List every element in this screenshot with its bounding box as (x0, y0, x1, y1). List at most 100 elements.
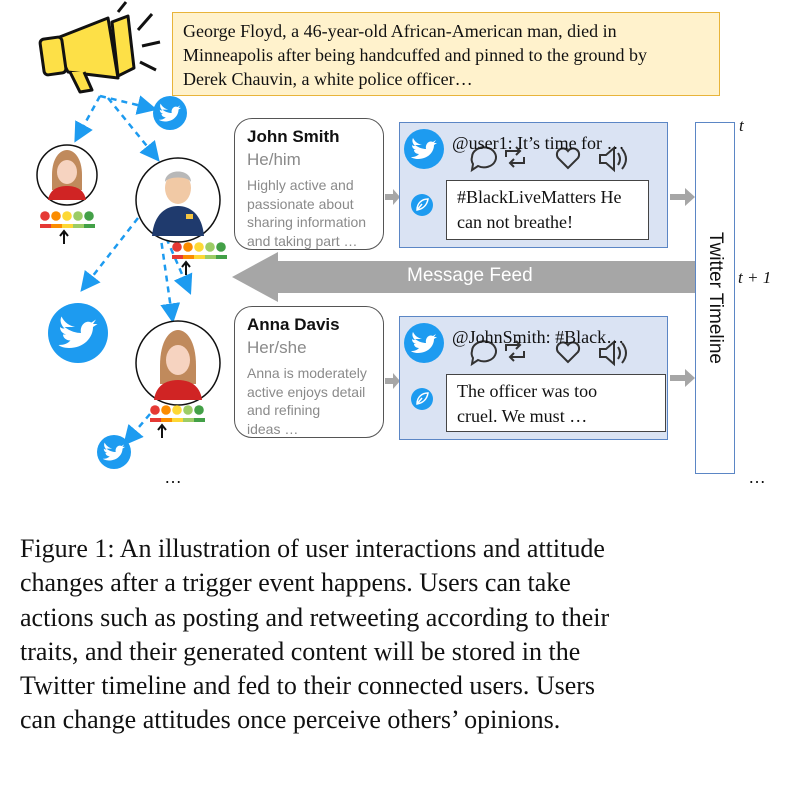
attitude-bar-segment (194, 255, 205, 259)
reply-line: can not breathe! (457, 212, 573, 232)
user-name: Anna Davis (247, 315, 340, 334)
attitude-bar-segment (51, 224, 62, 228)
user-description: Highly active and passionate about shari… (247, 176, 371, 250)
figure-caption: Figure 1: An illustration of user intera… (20, 532, 790, 738)
reply-line: cruel. We must … (457, 406, 588, 426)
attitude-pointer-icon (157, 423, 167, 438)
user-pronouns: Her/she (247, 338, 307, 357)
attitude-bar-segment (62, 224, 73, 228)
reply-leaf-icon (411, 194, 433, 216)
connection-lines (74, 94, 193, 446)
attitude-face-icon (51, 211, 61, 221)
caption-line: Twitter timeline and fed to their connec… (20, 671, 596, 701)
description-line: and taking part … (247, 232, 358, 249)
twitter-timeline: Twitter Timeline (695, 122, 735, 474)
attitude-bar-segment (216, 255, 227, 259)
attitude-bar-segment (205, 255, 216, 259)
caption-line: can change attitudes once perceive other… (20, 705, 561, 735)
speaker-icon (599, 339, 627, 367)
user-profile-card: Anna Davis Her/she Anna is moderately ac… (234, 306, 384, 438)
attitude-bar-segment (172, 255, 183, 259)
tweet-card: @JohnSmith: #Black… The officer was too … (399, 316, 668, 440)
attitude-bar-segment (73, 224, 84, 228)
description-line: Anna is moderately (247, 365, 367, 381)
heart-icon (555, 341, 581, 364)
description-line: passionate about (247, 195, 354, 212)
attitude-face-icon (172, 405, 182, 415)
time-t-next-label: t + 1 (738, 268, 772, 287)
reply-box: The officer was too cruel. We must … (446, 374, 666, 432)
user-pronouns: He/him (247, 150, 301, 169)
attitude-face-icon (84, 211, 94, 221)
time-t-label: t (739, 116, 744, 135)
attitude-face-icon (172, 242, 182, 252)
description-line: sharing information (247, 214, 367, 230)
attitude-face-icon (183, 405, 193, 415)
attitude-bar-segment (161, 418, 172, 422)
user-description: Anna is moderately active enjoys detail … (247, 364, 371, 438)
caption-line: Figure 1: An illustration of user intera… (20, 534, 605, 563)
more-users-ellipsis: … (164, 467, 182, 487)
twitter-bird-icon (404, 323, 444, 363)
tweet-action-icons (470, 145, 627, 173)
attitude-face-icon (150, 405, 160, 415)
attitude-face-icon (161, 405, 171, 415)
comment-icon (470, 146, 497, 173)
speaker-icon (599, 145, 627, 173)
user-profile-card: John Smith He/him Highly active and pass… (234, 118, 384, 250)
tweet-action-icons (470, 339, 627, 367)
avatar-woman-icon (135, 320, 221, 406)
attitude-face-icon (40, 211, 50, 221)
avatar-woman-icon (36, 144, 98, 206)
retweet-icon (505, 146, 525, 168)
attitude-bar-segment (194, 418, 205, 422)
attitude-pointer-icon (59, 229, 69, 244)
news-line: Derek Chauvin, a white police officer… (183, 69, 473, 89)
caption-line: changes after a trigger event happens. U… (20, 568, 571, 598)
tweet-text: @JohnSmith: #Black… (452, 327, 625, 347)
attitude-face-icon (194, 405, 204, 415)
reply-line: #BlackLiveMatters He (457, 187, 622, 207)
caption-line: actions such as posting and retweeting a… (20, 602, 610, 632)
message-feed-arrow (232, 252, 695, 302)
tweet-card: @user1: It’s time for … #BlackLiveMatter… (399, 122, 668, 248)
twitter-bird-icon (97, 435, 131, 469)
message-feed-label: Message Feed (407, 265, 533, 286)
caption-line: traits, and their generated content will… (20, 636, 581, 666)
retweet-icon (505, 340, 525, 362)
news-event-box: George Floyd, a 46-year-old African-Amer… (172, 12, 720, 96)
gray-arrow-icon (385, 188, 695, 389)
attitude-face-icon (62, 211, 72, 221)
more-timeline-ellipsis: … (748, 467, 766, 487)
description-line: ideas … (247, 420, 299, 437)
heart-icon (555, 147, 581, 170)
description-line: and refining (247, 402, 321, 418)
attitude-bar-segment (172, 418, 183, 422)
twitter-bird-icon (404, 129, 444, 169)
attitude-bar-segment (40, 224, 51, 228)
attitude-bar-segment (183, 418, 194, 422)
attitude-face-icon (194, 242, 204, 252)
attitude-face-icon (205, 242, 215, 252)
attitude-bar-segment (150, 418, 161, 422)
twitter-bird-icon (153, 96, 187, 130)
description-line: Highly active and (247, 177, 354, 193)
attitude-bar-segment (84, 224, 95, 228)
attitude-face-icon (216, 242, 226, 252)
comment-icon (470, 340, 497, 367)
attitude-face-icon (183, 242, 193, 252)
description-line: active enjoys detail (247, 383, 366, 400)
attitude-scale-icon (150, 405, 205, 438)
megaphone-icon (38, 1, 161, 94)
reply-box: #BlackLiveMatters He can not breathe! (446, 180, 649, 240)
attitude-scale-icon (40, 211, 95, 244)
reply-line: The officer was too (457, 381, 598, 401)
news-line: George Floyd, a 46-year-old African-Amer… (183, 21, 617, 41)
attitude-bar-segment (183, 255, 194, 259)
twitter-bird-icon (48, 303, 108, 363)
attitude-face-icon (73, 211, 83, 221)
avatar-officer-icon (135, 157, 221, 243)
attitude-pointer-icon (181, 260, 191, 275)
user-name: John Smith (247, 127, 340, 146)
